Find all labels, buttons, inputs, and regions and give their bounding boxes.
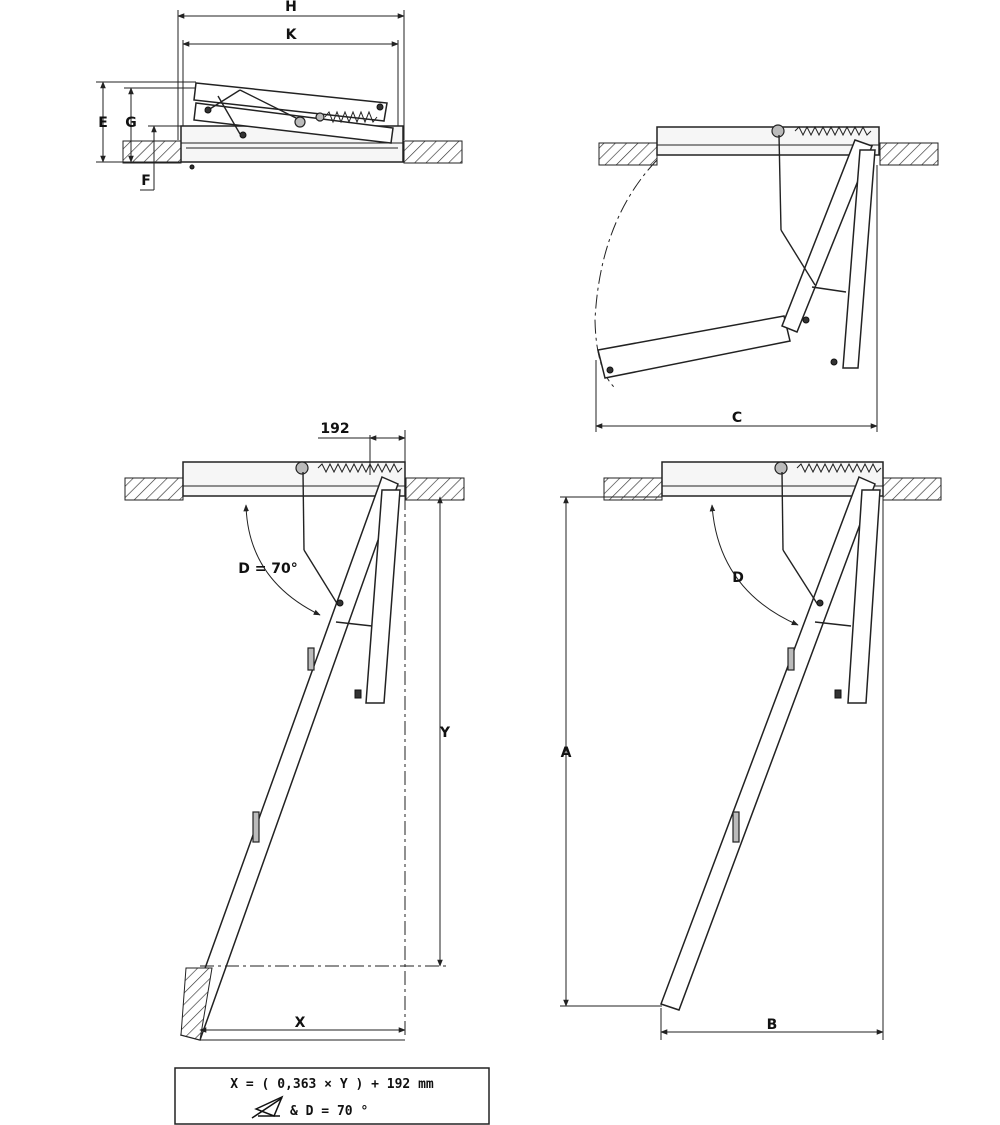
label-192: 192 bbox=[320, 421, 349, 437]
label-H: H bbox=[285, 0, 297, 15]
ceiling-hatch-left bbox=[124, 477, 184, 501]
label-K: K bbox=[286, 27, 298, 43]
swing-arc bbox=[594, 159, 658, 389]
label-D-70: D = 70° bbox=[238, 561, 298, 577]
formula-box: X = ( 0,363 × Y ) + 192 mm & D = 70 ° bbox=[174, 1067, 490, 1125]
ceiling-hatch-right bbox=[405, 477, 465, 501]
deployed-view-ab: D A B bbox=[560, 461, 942, 1040]
folded-view: H K E G F bbox=[96, 0, 463, 191]
ceiling-hatch-right bbox=[882, 477, 942, 501]
ceiling-hatch-right bbox=[403, 140, 463, 164]
label-Y: Y bbox=[439, 725, 451, 741]
ceiling-hatch-right bbox=[879, 142, 939, 166]
label-E: E bbox=[98, 115, 108, 131]
ladder-lower-section bbox=[597, 315, 791, 379]
ladder-rear-leg bbox=[842, 149, 876, 369]
label-C: C bbox=[732, 410, 742, 426]
label-G: G bbox=[125, 115, 137, 131]
angle-arc bbox=[243, 504, 321, 616]
hatch-frame bbox=[661, 461, 884, 497]
label-D: D bbox=[732, 570, 744, 586]
formula-line-1: X = ( 0,363 × Y ) + 192 mm bbox=[230, 1077, 434, 1092]
angle-arc bbox=[709, 504, 799, 626]
ladder-upper-section bbox=[781, 139, 873, 333]
unfolding-view: C bbox=[594, 124, 939, 432]
label-X: X bbox=[295, 1015, 306, 1031]
deployed-view-xy: D = 70° 192 Y X bbox=[124, 421, 465, 1041]
folded-section-top bbox=[193, 82, 388, 122]
spring bbox=[324, 110, 378, 124]
label-F: F bbox=[141, 173, 151, 189]
ladder-rear-leg bbox=[847, 489, 881, 704]
folded-section-bottom bbox=[193, 102, 394, 144]
ladder-angle-icon bbox=[251, 1095, 284, 1119]
ceiling-hatch-left bbox=[122, 140, 182, 164]
ladder-main-beam bbox=[660, 475, 876, 1011]
label-B: B bbox=[767, 1017, 778, 1033]
ladder-rear-leg bbox=[365, 489, 401, 704]
label-A: A bbox=[561, 745, 572, 761]
hatch-frame bbox=[656, 126, 880, 156]
formula-line-2: & D = 70 ° bbox=[290, 1104, 368, 1119]
ceiling-hatch-left bbox=[598, 142, 658, 166]
